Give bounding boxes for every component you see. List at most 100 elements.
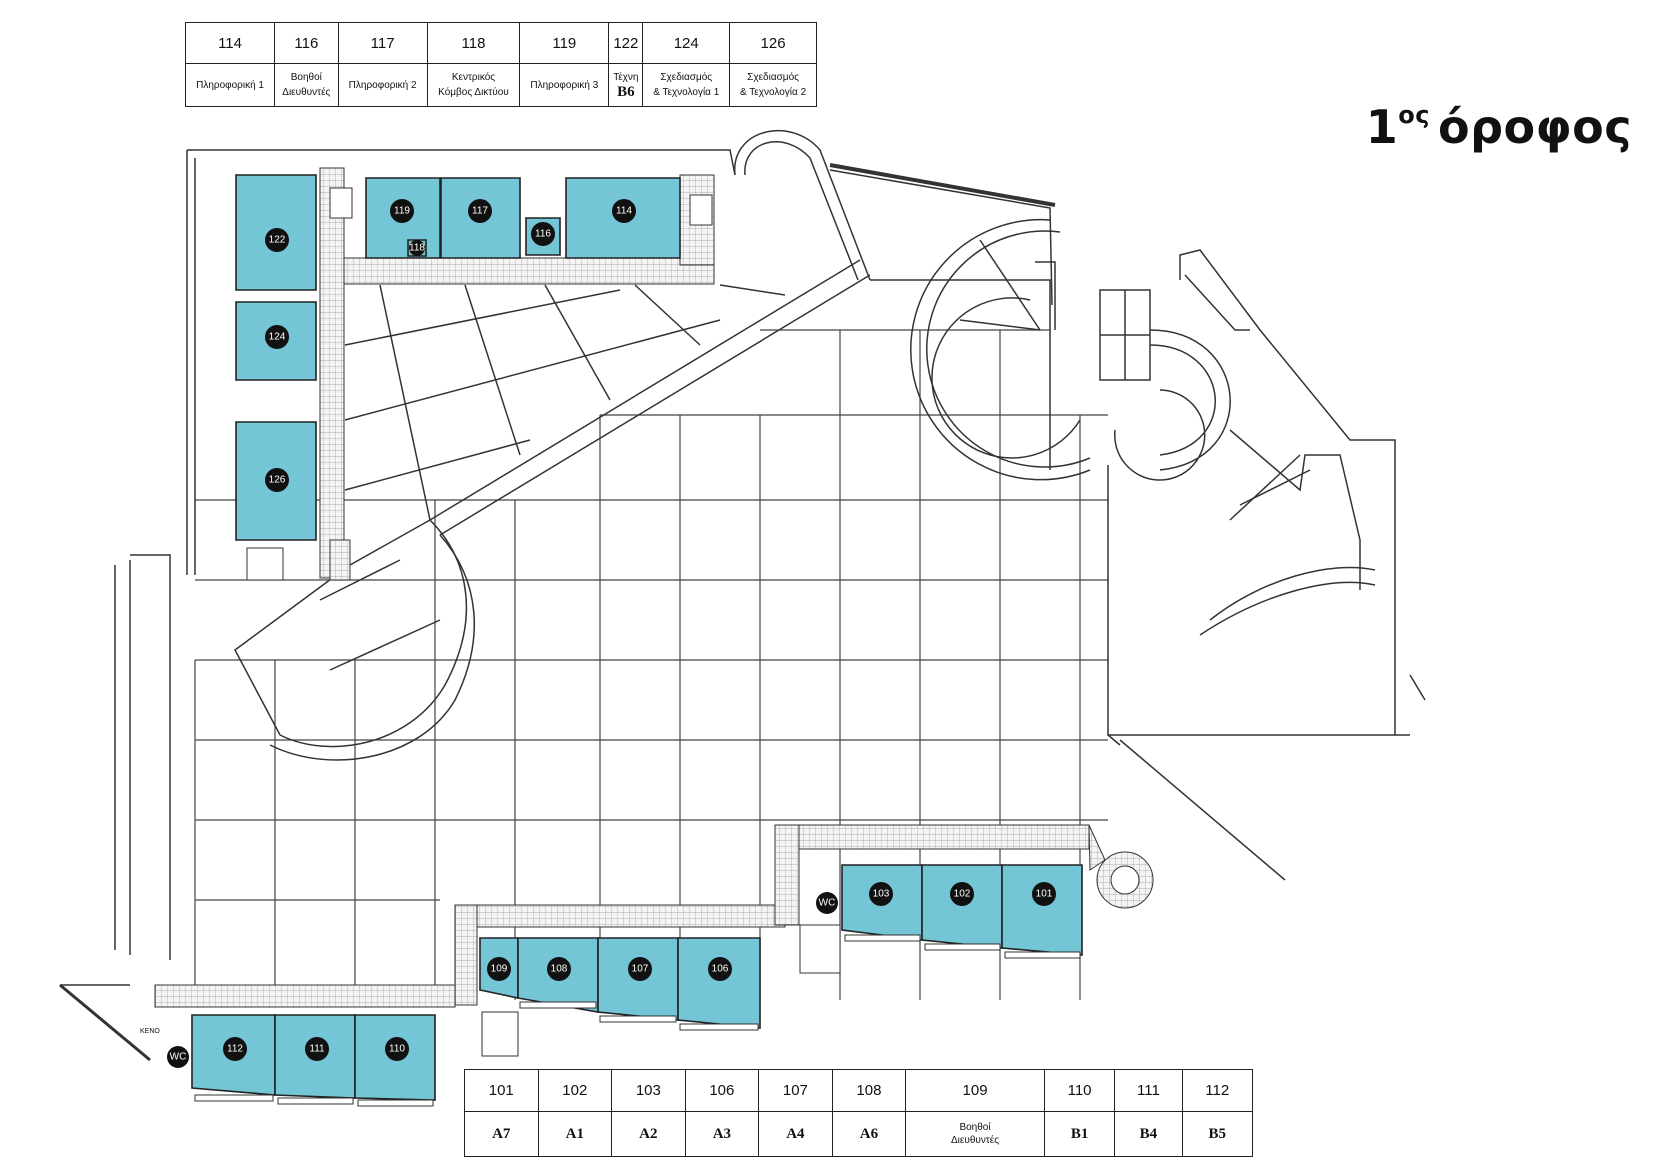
room-number-label: 112 xyxy=(227,1044,243,1055)
floor-word: όροφος xyxy=(1438,100,1632,154)
legend-room-label: Σχεδιασμός& Τεχνολογία 2 xyxy=(729,63,817,107)
room-number-label: 117 xyxy=(472,206,488,217)
window-strip xyxy=(599,1015,677,1023)
legend-room-code: A7 xyxy=(464,1111,539,1157)
room-badge xyxy=(265,468,289,492)
room-badge xyxy=(628,957,652,981)
room-number-label: 122 xyxy=(269,235,286,246)
stairs xyxy=(246,187,841,1057)
room-number-label: 102 xyxy=(954,889,971,900)
room-114[interactable]: 114 xyxy=(565,177,681,259)
room-108[interactable]: 108 xyxy=(517,937,599,1013)
wc-badge xyxy=(167,1046,189,1068)
room-number-label: 109 xyxy=(491,964,508,975)
room-112[interactable]: 112 xyxy=(191,1014,276,1096)
wc-label: WC xyxy=(819,898,836,909)
room-126[interactable]: 126 xyxy=(235,421,317,541)
room-117[interactable]: 117 xyxy=(440,177,521,259)
legend-room-number: 101 xyxy=(464,1069,539,1112)
legend-room-label: Πληροφορική 3 xyxy=(519,63,610,107)
window-strip xyxy=(1004,951,1081,959)
room-number-label: 114 xyxy=(616,206,632,217)
room-number-label: 116 xyxy=(535,229,551,240)
room-number-label: 106 xyxy=(712,964,729,975)
room-101[interactable]: 101 xyxy=(1001,864,1083,956)
window-strip xyxy=(277,1097,354,1105)
legend-room-number: 110 xyxy=(1043,1069,1116,1112)
room-107[interactable]: 107 xyxy=(597,937,679,1021)
room-number-label: 126 xyxy=(269,475,286,486)
room-badge xyxy=(468,199,492,223)
diagonal-walkway xyxy=(234,259,871,761)
room-116[interactable]: 116 xyxy=(525,217,561,256)
window-strip xyxy=(194,1094,274,1102)
room-number-label: 111 xyxy=(309,1044,325,1055)
room-106[interactable]: 106 xyxy=(677,937,761,1029)
building-outline xyxy=(59,129,1426,1062)
legend-room-code: B4 xyxy=(1114,1111,1183,1157)
room-109[interactable]: 109 xyxy=(479,937,519,999)
room-badge xyxy=(950,882,974,906)
room-badge xyxy=(547,957,571,981)
window-strip xyxy=(844,934,921,942)
room-122[interactable]: 122 xyxy=(235,174,317,291)
legend-room-code: B1 xyxy=(1043,1111,1116,1157)
room-number-label: 124 xyxy=(269,332,286,343)
window-strip xyxy=(924,943,1001,951)
room-badge xyxy=(708,957,732,981)
room-badge xyxy=(305,1037,329,1061)
room-number-label: 110 xyxy=(389,1044,405,1055)
room-102[interactable]: 102 xyxy=(921,864,1003,949)
room-118[interactable]: 118 xyxy=(407,239,427,257)
room-badge xyxy=(1032,882,1056,906)
legend-room-code: A4 xyxy=(758,1111,833,1157)
room-119[interactable]: 119 xyxy=(365,177,441,259)
room-103[interactable]: 103 xyxy=(841,864,923,941)
room-110[interactable]: 110 xyxy=(354,1014,436,1101)
legend-room-label: Πληροφορική 1 xyxy=(184,63,276,107)
legend-room-number: 117 xyxy=(337,22,428,64)
legend-room-number: 107 xyxy=(758,1069,833,1112)
room-badge xyxy=(390,199,414,223)
window-strip xyxy=(357,1099,434,1107)
room-number-label: 118 xyxy=(409,243,425,254)
legend-room-number: 103 xyxy=(611,1069,686,1112)
legend-room-label: Πληροφορική 2 xyxy=(337,63,428,107)
wc-badge xyxy=(816,892,838,914)
floor-number-suffix: ος xyxy=(1398,101,1430,129)
room-badge xyxy=(409,240,425,256)
legend-room-code: A6 xyxy=(831,1111,907,1157)
round-stair-right xyxy=(1099,274,1376,636)
floor-number: 1 xyxy=(1365,100,1399,154)
room-badge xyxy=(265,228,289,252)
room-badge xyxy=(487,957,511,981)
legend-room-number: 119 xyxy=(519,22,610,64)
window-strip xyxy=(679,1023,759,1031)
legend-room-code: B5 xyxy=(1181,1111,1254,1157)
room-badge xyxy=(531,222,555,246)
legend-room-number: 112 xyxy=(1181,1069,1254,1112)
legend-room-number: 106 xyxy=(684,1069,760,1112)
legend-room-code: B6 xyxy=(617,83,635,100)
room-number-label: 107 xyxy=(632,964,649,975)
floor-title: 1ος όροφος xyxy=(1366,100,1632,154)
round-stair-upper-right xyxy=(910,218,1091,481)
legend-room-code: A1 xyxy=(537,1111,613,1157)
atrium-grid xyxy=(194,329,1108,1000)
keno-label: ΚΕΝΟ xyxy=(140,1028,160,1035)
legend-room-number: 124 xyxy=(642,22,731,64)
wc-label: WC xyxy=(170,1052,187,1063)
room-badge xyxy=(265,325,289,349)
room-number-label: 101 xyxy=(1036,889,1053,900)
legend-room-code: A3 xyxy=(684,1111,760,1157)
wc-badges: WC WC xyxy=(167,892,838,1068)
room-111[interactable]: 111 xyxy=(274,1014,356,1099)
room-124[interactable]: 124 xyxy=(235,301,317,381)
window-strips xyxy=(194,934,1081,1107)
legend-room-number: 122 xyxy=(608,22,644,64)
